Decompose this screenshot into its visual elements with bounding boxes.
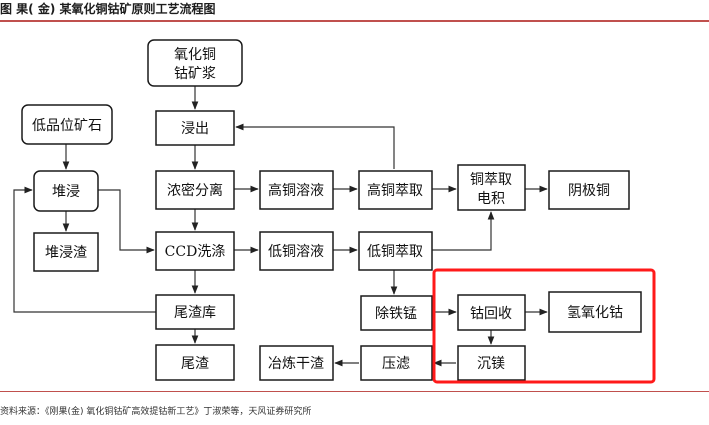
svg-text:除铁锰: 除铁锰 <box>375 306 417 322</box>
svg-text:沉镁: 沉镁 <box>477 356 505 372</box>
svg-text:低铜溶液: 低铜溶液 <box>268 244 324 260</box>
svg-text:低铜萃取: 低铜萃取 <box>367 244 423 260</box>
footer-rule <box>0 391 709 392</box>
svg-text:低品位矿石: 低品位矿石 <box>32 118 102 134</box>
svg-text:冶炼干渣: 冶炼干渣 <box>268 356 324 372</box>
svg-text:钴回收: 钴回收 <box>470 306 512 322</box>
source-note: 资料来源：《刚果(金) 氧化铜钴矿高效提钴新工艺》丁淑荣等，天风证券研究所 <box>0 407 312 417</box>
node-high-cu-solution: 高铜溶液 <box>259 170 334 210</box>
node-filter-press: 压滤 <box>360 345 433 381</box>
svg-text:CCD洗涤: CCD洗涤 <box>165 244 226 260</box>
svg-text:浸出: 浸出 <box>181 121 209 137</box>
figure-title: 图 果( 金) 某氧化铜钴矿原则工艺流程图 <box>0 2 216 16</box>
node-heap-leach: 堆浸 <box>33 170 99 212</box>
node-co-recovery: 钴回收 <box>457 294 526 331</box>
svg-text:浓密分离: 浓密分离 <box>167 182 223 199</box>
node-cathode-cu: 阴极铜 <box>548 170 630 210</box>
connectors <box>13 86 548 367</box>
node-low-grade-ore: 低品位矿石 <box>21 104 113 145</box>
svg-text:压滤: 压滤 <box>382 356 410 372</box>
node-leach: 浸出 <box>155 110 235 146</box>
node-fe-mn-removal: 除铁锰 <box>360 295 433 331</box>
node-heap-residue: 堆浸渣 <box>33 232 99 272</box>
node-ccd-wash: CCD洗涤 <box>155 231 235 271</box>
node-mg-precipitation: 沉镁 <box>457 345 526 381</box>
svg-text:氧化铜: 氧化铜 <box>174 47 216 63</box>
node-low-cu-sx: 低铜萃取 <box>358 231 433 271</box>
svg-text:电积: 电积 <box>477 191 505 207</box>
node-high-cu-sx: 高铜萃取 <box>358 170 433 210</box>
node-tailings: 尾渣 <box>155 344 235 381</box>
node-low-cu-solution: 低铜溶液 <box>259 231 334 271</box>
node-tailings-pond: 尾渣库 <box>155 294 235 330</box>
svg-text:尾渣库: 尾渣库 <box>174 305 216 321</box>
svg-text:堆浸渣: 堆浸渣 <box>45 245 87 261</box>
svg-text:钴矿浆: 钴矿浆 <box>174 66 216 82</box>
title-rule <box>0 20 709 22</box>
node-thickener: 浓密分离 <box>155 170 235 210</box>
cobalt-recovery-highlight <box>432 268 656 384</box>
svg-text:氢氧化钴: 氢氧化钴 <box>567 305 623 321</box>
svg-text:堆浸: 堆浸 <box>52 184 80 200</box>
svg-text:高铜溶液: 高铜溶液 <box>268 182 324 199</box>
svg-text:阴极铜: 阴极铜 <box>568 183 610 199</box>
node-smelting-slag: 冶炼干渣 <box>259 345 334 381</box>
svg-text:铜萃取: 铜萃取 <box>470 172 512 188</box>
node-cu-sx-ew: 铜萃取 电积 <box>457 164 526 211</box>
node-ore-slurry: 氧化铜 钴矿浆 <box>147 39 243 87</box>
node-cobalt-hydroxide: 氢氧化钴 <box>548 291 642 333</box>
svg-text:高铜萃取: 高铜萃取 <box>367 182 423 199</box>
svg-text:尾渣: 尾渣 <box>181 356 209 372</box>
